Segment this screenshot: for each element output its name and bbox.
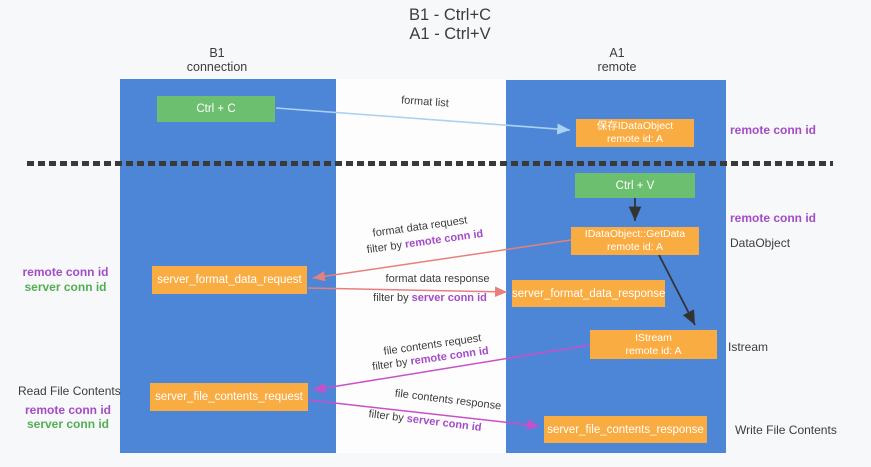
side-label-left-conn-ids-top: remote conn id server conn id [18,265,113,294]
node-server-format-data-request: server_format_data_request [152,266,307,294]
label-format-data-response-filter-prefix: filter by [373,292,412,304]
diagram-title-line2: A1 - Ctrl+V [409,25,491,43]
side-label-left-remote-conn-id-top: remote conn id [22,265,109,279]
lifeline-b1-header: B1 connection [157,46,277,74]
file-contents-request-arrow [312,344,591,394]
trust-boundary-dashed-line [27,161,833,166]
side-label-write-file-contents: Write File Contents [735,423,837,437]
side-label-remote-conn-id-top: remote conn id [730,123,817,137]
side-label-left-read-block: Read File Contents remote conn id server… [18,384,121,432]
side-label-remote-conn-id-mid: remote conn id [730,211,817,225]
node-server-format-data-request-label: server_format_data_request [157,274,302,286]
node-server-file-contents-response: server_file_contents_response [544,416,707,443]
node-ctrl-v-label: Ctrl + V [615,179,655,192]
node-ctrl-v: Ctrl + V [575,173,695,198]
node-istream-line2: remote id: A [625,344,682,357]
node-idataobject-getdata-line1: IDataObject::GetData [584,228,686,240]
side-label-left-remote-conn-id-bottom: remote conn id [24,402,111,417]
node-save-idataobject-line1: 保存IDataObject [596,120,674,132]
lifeline-a1-name: A1 [609,46,625,60]
lifeline-a1-header: A1 remote [557,46,677,74]
node-server-format-data-response: server_format_data_response [512,280,665,307]
node-server-file-contents-request: server_file_contents_request [150,383,308,411]
format-data-request-arrow [312,239,572,282]
node-idataobject-getdata: IDataObject::GetData remote id: A [571,227,699,255]
node-save-idataobject: 保存IDataObject remote id: A [576,119,694,147]
node-istream-line1: IStream [635,331,672,344]
lifeline-b1-name: B1 [209,46,225,60]
node-server-format-data-response-label: server_format_data_response [512,287,666,300]
label-format-data-response: format data response [385,273,490,285]
lifeline-b1-subtitle: connection [186,60,248,74]
label-format-data-response-filter-key: server conn id [411,292,487,304]
lifeline-gap-background [336,79,506,453]
side-label-left-server-conn-id-bottom: server conn id [26,417,110,431]
lifeline-a1-subtitle: remote [597,60,637,74]
node-ctrl-c: Ctrl + C [157,96,275,122]
format-list-arrow [275,107,571,135]
side-label-dataobject: DataObject [730,236,791,250]
diagram-title-line1: B1 - Ctrl+C [408,6,492,24]
node-server-file-contents-request-label: server_file_contents_request [155,391,303,403]
file-contents-response-arrow [307,399,540,430]
node-save-idataobject-line2: remote id: A [606,133,664,145]
getdata-to-istream-arrow [658,254,696,326]
label-format-data-response-filter: filter by server conn id [365,292,495,304]
node-idataobject-getdata-line2: remote id: A [606,241,664,253]
node-ctrl-c-label: Ctrl + C [196,103,236,115]
node-istream: IStream remote id: A [590,330,717,359]
side-label-istream: Istream [728,340,769,354]
node-server-file-contents-response-label: server_file_contents_response [547,423,704,436]
format-data-response-arrow [307,286,508,298]
side-label-read-file-contents: Read File Contents [18,384,121,398]
side-label-left-server-conn-id-top: server conn id [24,279,107,294]
diagram-title: B1 - Ctrl+C A1 - Ctrl+V [330,6,570,44]
